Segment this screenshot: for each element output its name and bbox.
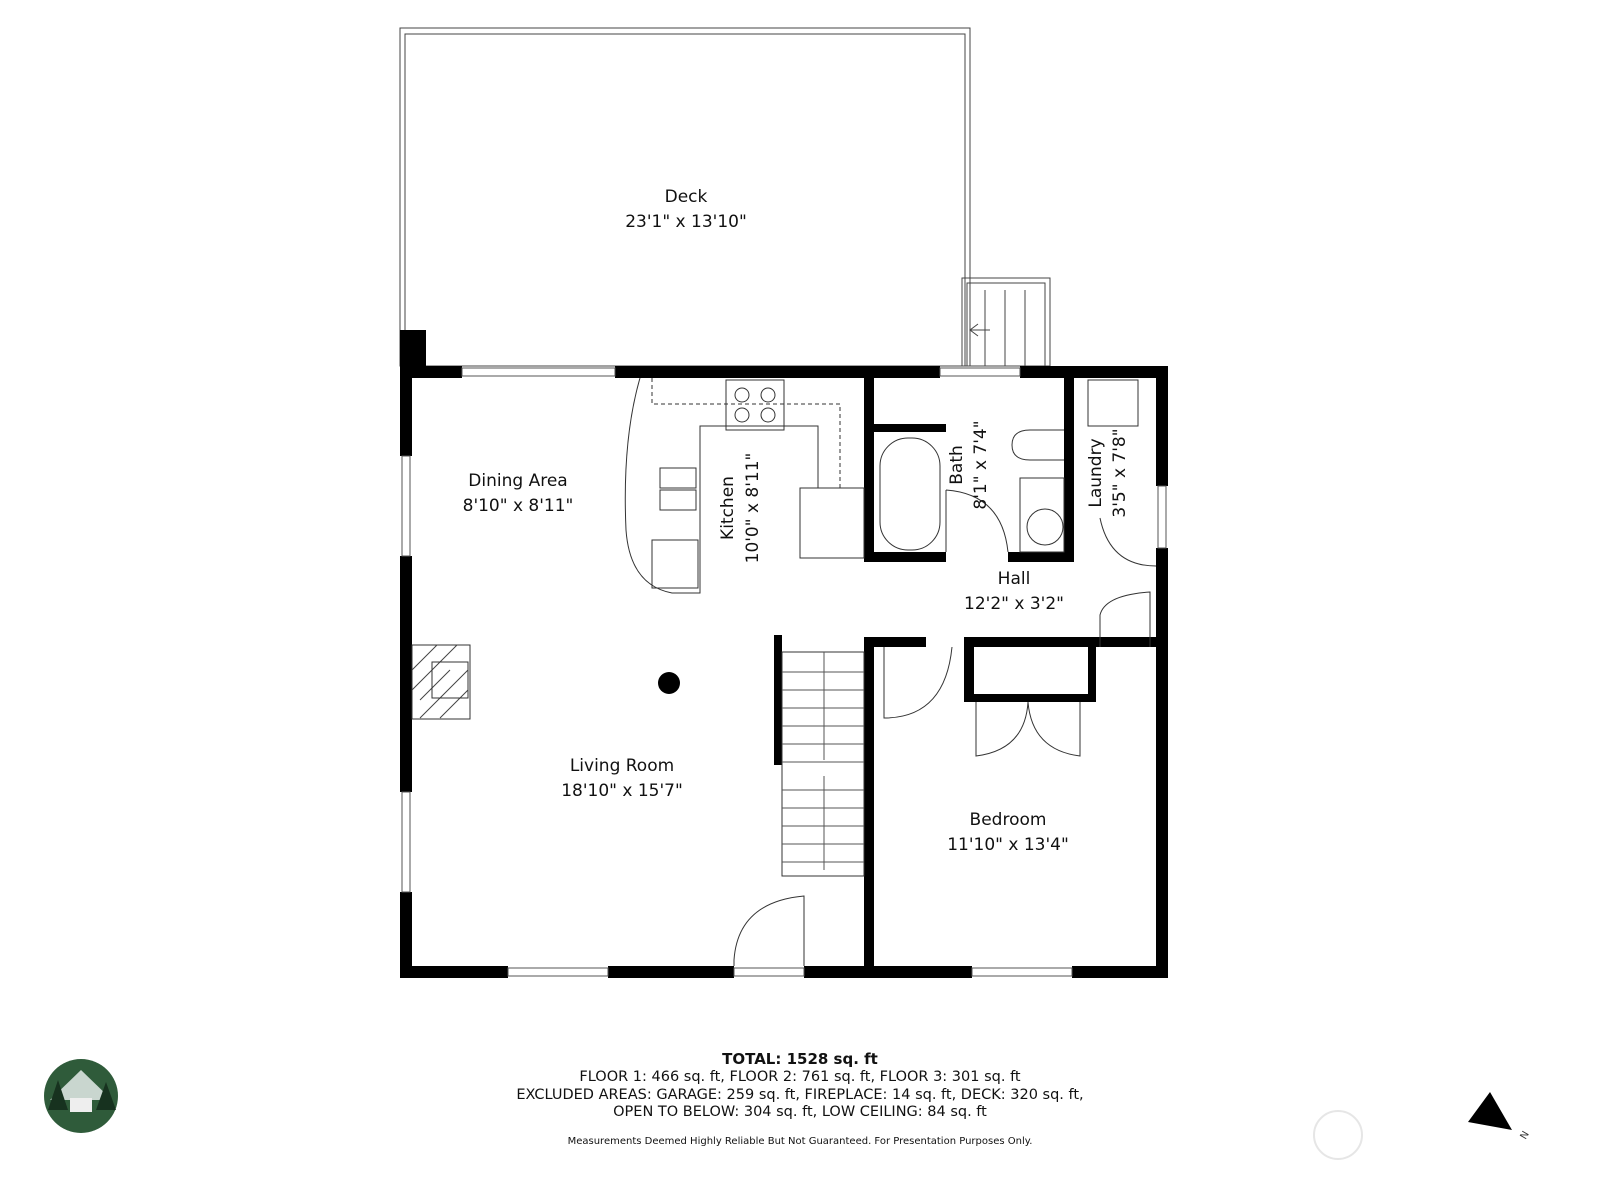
kitchen-name: Kitchen — [718, 476, 738, 540]
kitchen-dims: 10'0" x 8'11" — [743, 453, 763, 564]
excluded-areas-cont: OPEN TO BELOW: 304 sq. ft, LOW CEILING: … — [613, 1104, 987, 1120]
laundry-name: Laundry — [1086, 438, 1106, 507]
walls — [400, 330, 1168, 978]
bath-dims: 8'1" x 7'4" — [971, 420, 991, 509]
deck-dims: 23'1" x 13'10" — [625, 212, 747, 232]
living-name: Living Room — [570, 756, 674, 776]
living-dims: 18'10" x 15'7" — [561, 781, 683, 801]
post-marker — [658, 672, 680, 694]
hall-dims: 12'2" x 3'2" — [964, 594, 1064, 614]
hall-name: Hall — [998, 569, 1031, 589]
dining-name: Dining Area — [468, 471, 567, 491]
laundry-dims: 3'5" x 7'8" — [1110, 428, 1130, 517]
compass-north-label: N — [1519, 1130, 1532, 1142]
compass: N — [1313, 1092, 1532, 1160]
bedroom-dims: 11'10" x 13'4" — [947, 835, 1069, 855]
fixtures — [411, 377, 1157, 966]
excluded-areas: EXCLUDED AREAS: GARAGE: 259 sq. ft, FIRE… — [516, 1087, 1084, 1103]
total-area: TOTAL: 1528 sq. ft — [722, 1050, 878, 1068]
deck-name: Deck — [665, 187, 708, 207]
company-logo — [44, 1059, 118, 1133]
bedroom-name: Bedroom — [970, 810, 1047, 830]
floor-areas: FLOOR 1: 466 sq. ft, FLOOR 2: 761 sq. ft… — [579, 1069, 1021, 1085]
dining-dims: 8'10" x 8'11" — [463, 496, 574, 516]
deck — [399, 27, 1051, 367]
bath-name: Bath — [947, 445, 967, 485]
windows — [401, 367, 1167, 977]
disclaimer: Measurements Deemed Highly Reliable But … — [567, 1136, 1033, 1147]
